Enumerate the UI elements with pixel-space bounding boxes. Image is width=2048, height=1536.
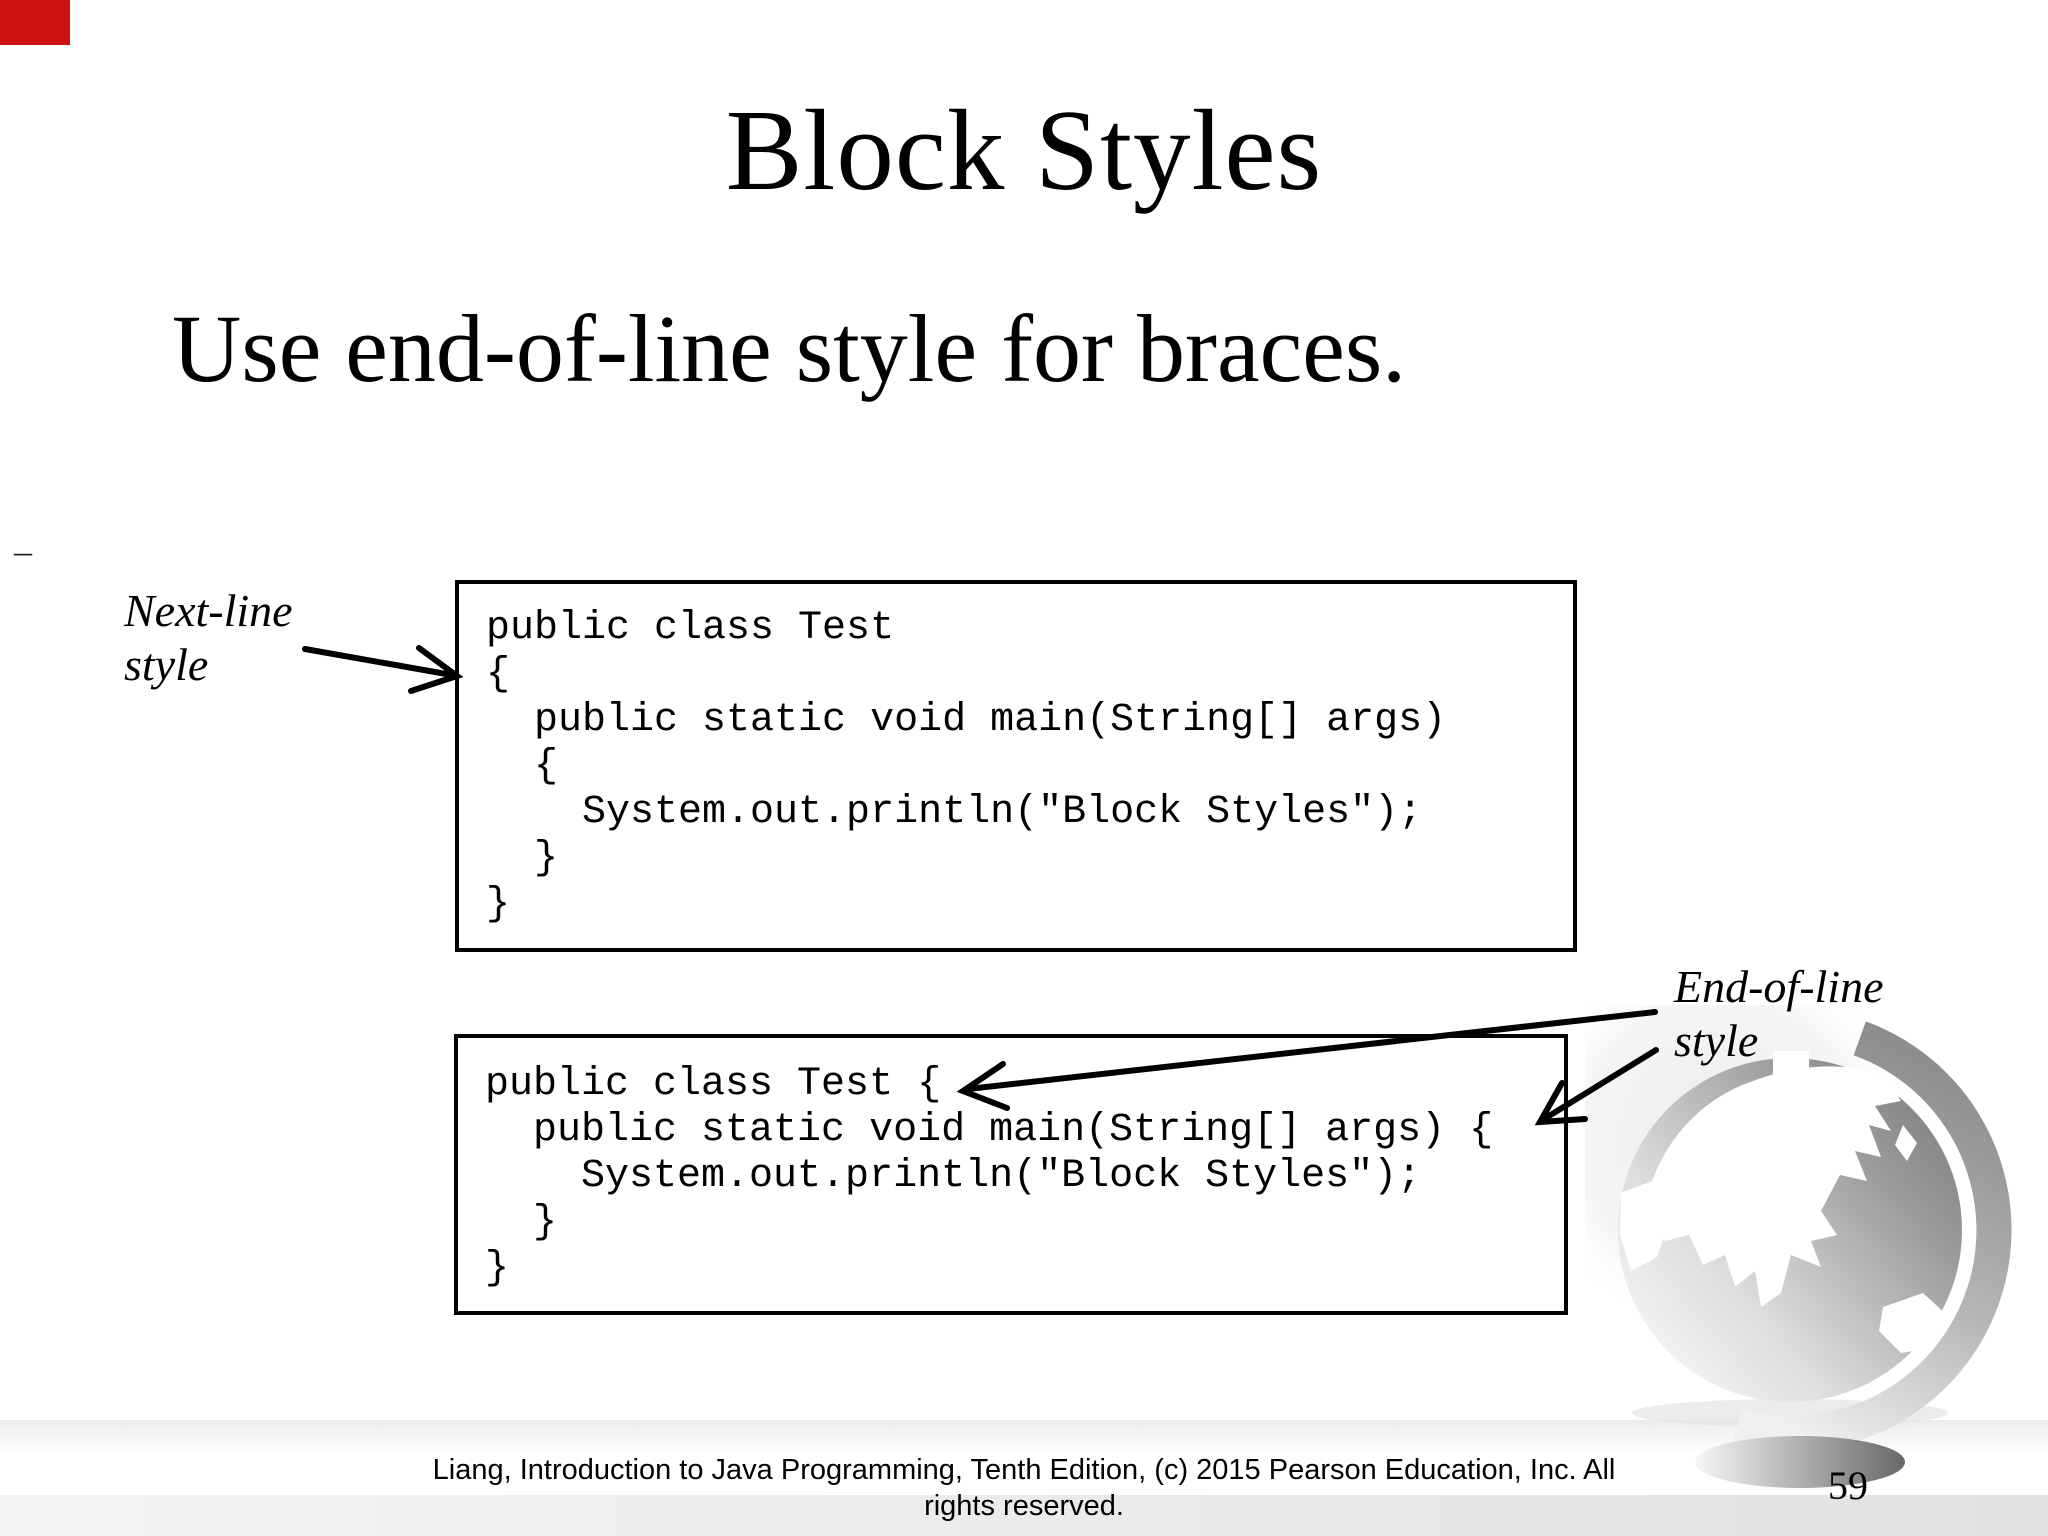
- code-box-end-of-line-style: public class Test { public static void m…: [454, 1034, 1568, 1315]
- island-japan: [1895, 1125, 1917, 1161]
- code-end-of-line-style: public class Test { public static void m…: [485, 1062, 1494, 1291]
- continent-australia: [1879, 1293, 1947, 1353]
- margin-dash: –: [14, 531, 32, 571]
- page-number: 59: [1828, 1463, 1868, 1508]
- continent-asia: [1645, 1066, 1901, 1307]
- globe-graphic: [1585, 1005, 2012, 1488]
- bottom-gradient-band-upper: [0, 1420, 2048, 1454]
- bottom-gradient-band-lower: [0, 1495, 2048, 1536]
- page-title: Block Styles: [725, 87, 1323, 214]
- footer-copyright: Liang, Introduction to Java Programming,…: [432, 1454, 1616, 1522]
- red-corner-mark: [0, 0, 70, 45]
- globe-base-lens: [1695, 1436, 1905, 1488]
- globe-ring: [1732, 1021, 2012, 1452]
- code-next-line-style: public class Test { public static void m…: [486, 606, 1447, 927]
- end-of-line-style-label: End-of-line style: [1674, 961, 1884, 1066]
- code-box-next-line-style: public class Test { public static void m…: [455, 580, 1577, 952]
- continent-left-edge: [1620, 1179, 1672, 1271]
- globe-axis-notch: [1773, 1051, 1809, 1089]
- next-line-style-label: Next-line style: [124, 585, 293, 690]
- subtitle-text: Use end-of-line style for braces.: [172, 295, 1407, 402]
